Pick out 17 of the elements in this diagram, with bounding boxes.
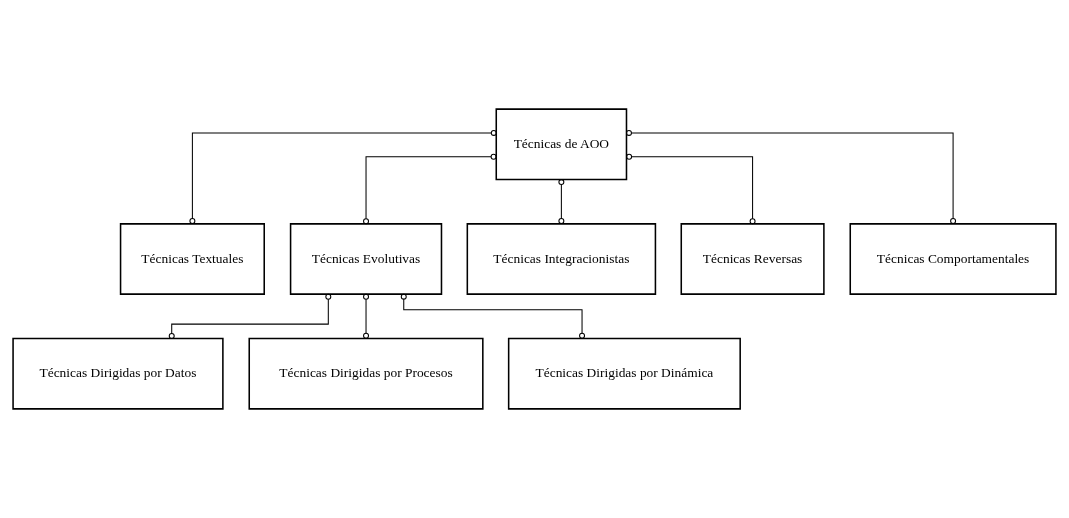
node-box: Técnicas Comportamentales [849,223,1057,295]
connector [626,153,756,225]
connector [558,179,565,225]
node-box: Técnicas Evolutivas [289,223,443,295]
connector [363,293,370,339]
node-box: Técnicas Textuales [119,223,265,295]
connector [626,129,957,225]
connector [189,129,497,225]
node-box: Técnicas Dirigidas por Datos [12,337,224,410]
node-box: Técnicas Dirigidas por Procesos [248,337,484,410]
node-box: Técnicas Dirigidas por Dinámica [507,337,741,410]
connector [363,153,497,225]
node-box: Técnicas Reversas [680,223,825,295]
node-box: Técnicas Integracionistas [466,223,657,295]
node-box: Técnicas de AOO [495,108,628,181]
connector [400,293,586,339]
connector [168,293,332,339]
